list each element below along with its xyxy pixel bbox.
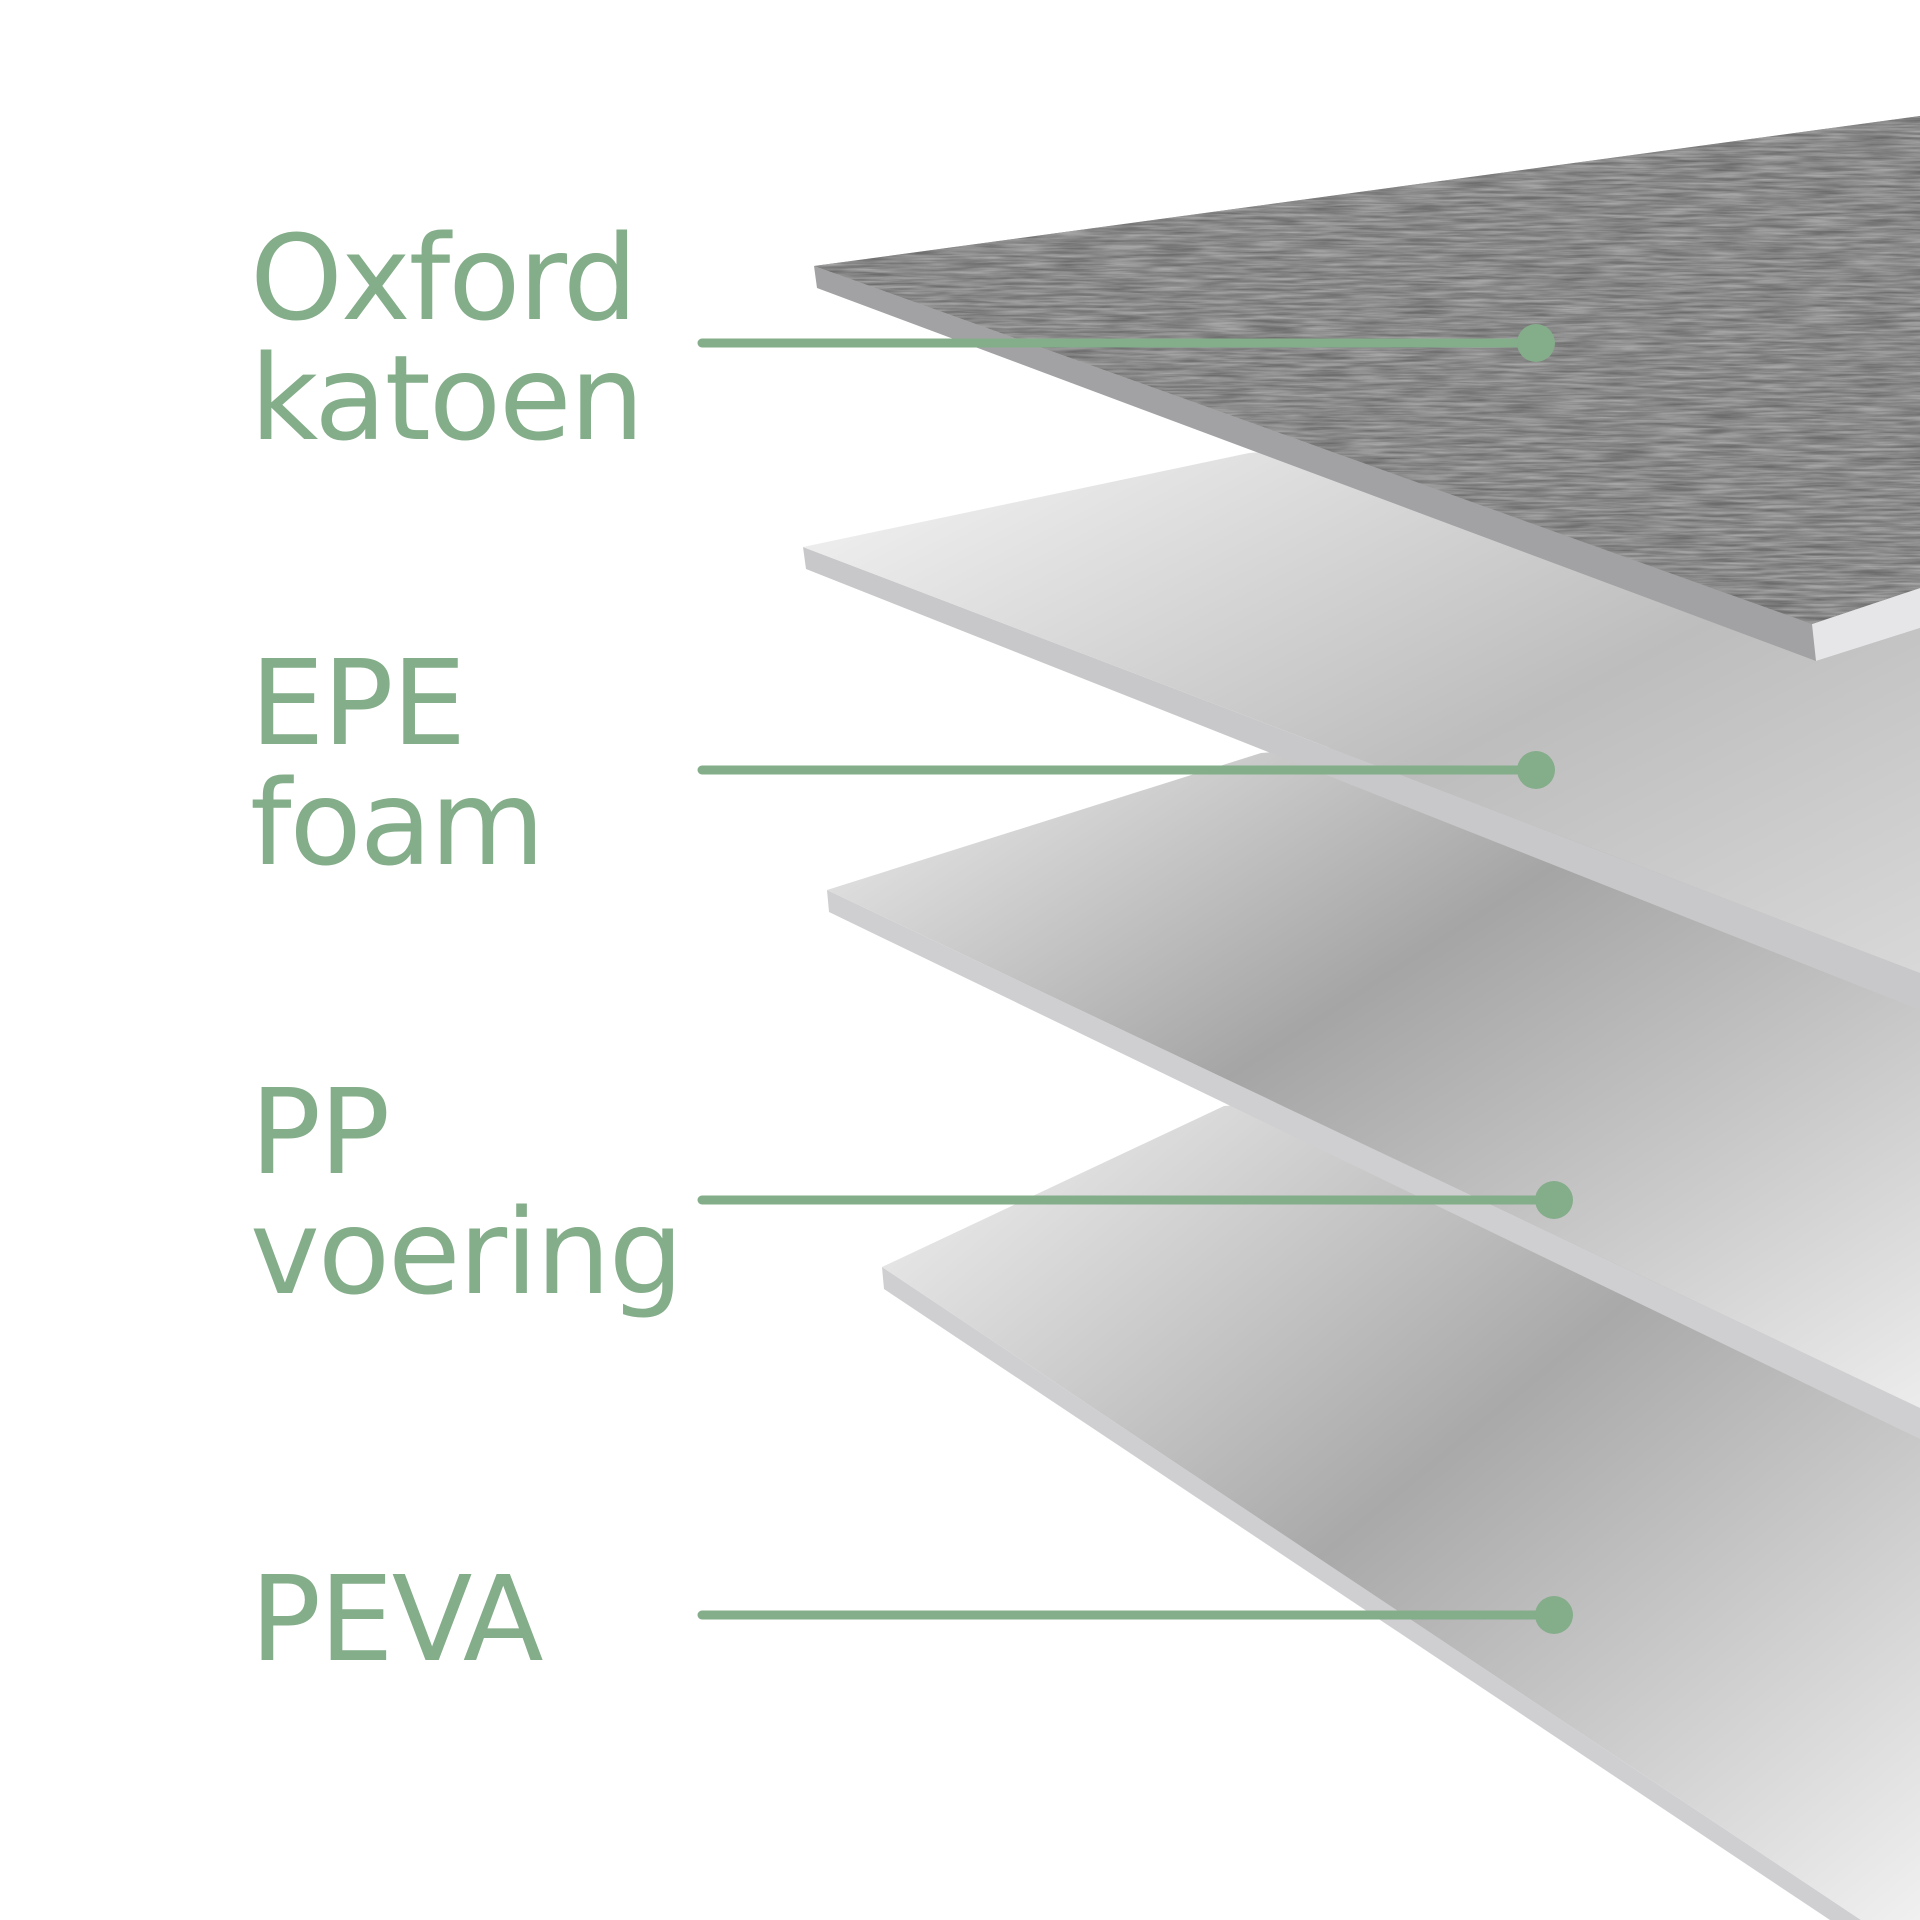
callout-epe: [697, 751, 1555, 789]
label-epe-foam: EPE foam: [250, 634, 545, 892]
callout-oxford: [697, 324, 1555, 362]
label-line: EPE: [250, 634, 466, 772]
label-pp-voering: PP voering: [250, 1063, 684, 1321]
label-line: voering: [250, 1183, 684, 1321]
oxford-fabric-layer: [814, 116, 1920, 661]
label-line: PEVA: [250, 1550, 544, 1688]
callout-pp: [697, 1181, 1573, 1219]
label-line: Oxford: [250, 209, 638, 347]
callout-peva: [697, 1596, 1573, 1634]
label-line: katoen: [250, 329, 644, 467]
label-peva: PEVA: [250, 1550, 544, 1688]
label-line: PP: [250, 1063, 390, 1201]
label-oxford-katoen: Oxford katoen: [250, 209, 644, 467]
label-line: foam: [250, 754, 545, 892]
